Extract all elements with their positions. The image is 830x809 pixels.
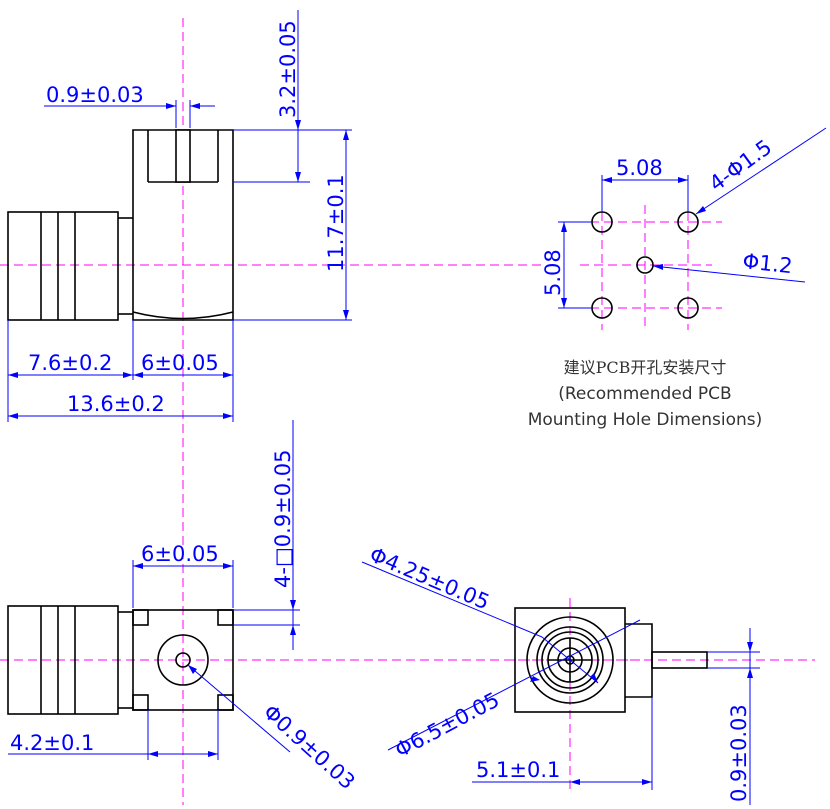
dim-center-hole: Φ1.2	[741, 249, 793, 278]
dim-pin-thickness: 0.9±0.03	[727, 704, 751, 802]
dim-pin-length: 3.2±0.05	[276, 20, 300, 118]
bottom-view-dimensions: 6±0.05 4-□0.9±0.05 4.2±0.1 Φ0.9±0.03	[8, 420, 360, 794]
front-view	[514, 607, 708, 713]
side-view-dimensions: 0.9±0.03 3.2±0.05 11.7±0.1 7.6±0.2 6±0.0…	[7, 10, 352, 422]
pcb-caption: 建议PCB开孔安装尺寸 (Recommended PCB Mounting Ho…	[495, 355, 795, 433]
dim-center-pin-dia: Φ0.9±0.03	[259, 700, 360, 794]
dim-pin-square: 4-□0.9±0.05	[271, 449, 295, 588]
dim-body-height: 11.7±0.1	[324, 174, 348, 272]
dim-pitch-y: 5.08	[541, 249, 565, 296]
dim-pin-offset: 5.1±0.1	[476, 758, 560, 782]
dim-body-width: 6±0.05	[141, 351, 219, 375]
dim-total-length: 13.6±0.2	[67, 392, 165, 416]
front-view-dimensions: Φ4.25±0.05 Φ6.5±0.05 5.1±0.1 0.9±0.03	[361, 543, 760, 805]
dim-bottom-body-width: 6±0.05	[141, 542, 219, 566]
dim-bottom-offset: 4.2±0.1	[10, 731, 94, 755]
caption-en-line1: (Recommended PCB	[558, 384, 732, 404]
dim-pitch-x: 5.08	[616, 156, 663, 180]
side-view	[7, 129, 234, 321]
dim-inner-dia: Φ4.25±0.05	[366, 543, 493, 615]
caption-zh: 建议PCB开孔安装尺寸	[563, 358, 727, 377]
bottom-view	[7, 605, 234, 715]
pcb-dimensions: 5.08 5.08 4-Φ1.5 Φ1.2	[541, 127, 827, 309]
dim-plug-length: 7.6±0.2	[28, 351, 112, 375]
dim-corner-holes: 4-Φ1.5	[705, 135, 776, 196]
dim-outer-dia: Φ6.5±0.05	[391, 688, 503, 763]
dim-pin-width: 0.9±0.03	[46, 83, 144, 107]
caption-en-line2: Mounting Hole Dimensions)	[527, 410, 763, 430]
